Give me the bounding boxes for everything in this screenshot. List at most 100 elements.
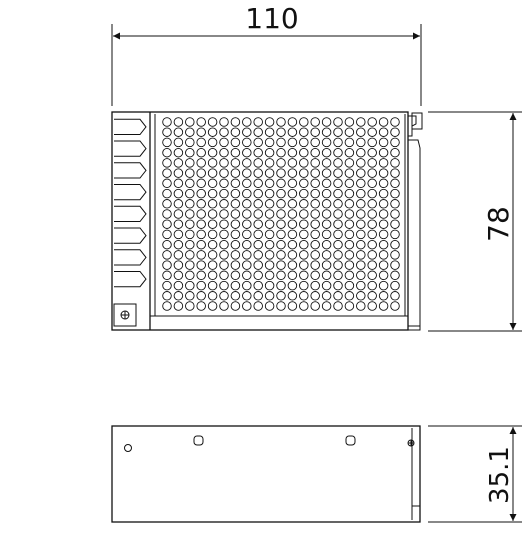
perforation-hole (287, 301, 298, 311)
perforation-hole (321, 137, 332, 148)
perforation-hole (173, 260, 184, 270)
perforation-hole (321, 260, 332, 270)
terminal-slot (114, 205, 147, 222)
perforation-hole (287, 147, 298, 158)
perforation-hole (333, 158, 343, 168)
perforation-hole (219, 147, 229, 158)
perforation-hole (333, 301, 343, 311)
perforation-hole (378, 209, 389, 219)
perforation-hole (264, 229, 275, 240)
perforation-hole (219, 178, 229, 189)
perforation-hole (310, 229, 320, 240)
perforation-hole (378, 178, 389, 189)
perforation-hole (219, 209, 229, 219)
perforation-hole (287, 291, 298, 301)
perforation-hole (196, 250, 206, 260)
perforation-hole (264, 301, 275, 311)
perforation-hole (219, 301, 229, 311)
perforation-hole (356, 178, 366, 189)
perforation-hole (378, 127, 389, 137)
perforation-hole (264, 168, 275, 178)
perforation-hole (219, 239, 229, 250)
perforation-hole (264, 178, 275, 189)
perforation-hole (321, 168, 332, 178)
perforation-hole (299, 127, 309, 137)
perforation-hole (185, 291, 195, 301)
terminal-slot (114, 162, 147, 179)
perforation-hole (287, 260, 298, 270)
perforation-hole (162, 250, 172, 260)
perforation-hole (321, 291, 332, 301)
perforation-hole (356, 270, 366, 281)
perforation-hole (242, 239, 252, 250)
perforation-hole (185, 209, 195, 219)
perforation-hole (378, 158, 389, 168)
perforation-hole (219, 168, 229, 178)
perforation-hole (242, 280, 252, 291)
perforation-hole (242, 270, 252, 281)
perforation-hole (230, 199, 241, 209)
terminal-slot (114, 249, 147, 266)
perforation-hole (253, 178, 263, 189)
perforation-hole (230, 250, 241, 260)
perforation-hole (242, 250, 252, 260)
perforation-hole (344, 219, 355, 229)
perforation-hole (333, 168, 343, 178)
perforation-hole (253, 127, 263, 137)
perforation-hole (333, 280, 343, 291)
terminal-slot (114, 184, 147, 201)
perforation-hole (321, 239, 332, 250)
perforation-hole (276, 158, 286, 168)
mounting-hole (124, 444, 132, 452)
perforation-hole (196, 168, 206, 178)
perforation-hole (207, 158, 218, 168)
perforation-hole (310, 209, 320, 219)
perforation-hole (173, 168, 184, 178)
perforation-hole (344, 117, 355, 127)
perforation-hole (299, 219, 309, 229)
perforation-hole (344, 188, 355, 199)
perforation-hole (344, 280, 355, 291)
perforation-hole (356, 291, 366, 301)
perforation-hole (207, 147, 218, 158)
perforation-hole (185, 229, 195, 240)
perforation-hole (253, 137, 263, 148)
perforation-hole (242, 219, 252, 229)
perforation-hole (276, 219, 286, 229)
perforation-hole (390, 229, 400, 240)
perforation-hole (242, 260, 252, 270)
perforation-hole (230, 137, 241, 148)
perforation-hole (321, 219, 332, 229)
perforation-hole (276, 301, 286, 311)
perforation-hole (173, 270, 184, 281)
perforation-hole (344, 270, 355, 281)
perforation-hole (378, 280, 389, 291)
perforation-hole (299, 188, 309, 199)
perforation-hole (367, 219, 377, 229)
perforation-hole (173, 147, 184, 158)
perforation-hole (321, 270, 332, 281)
perforation-hole (207, 178, 218, 189)
perforation-hole (390, 250, 400, 260)
perforation-hole (276, 178, 286, 189)
perforation-hole (390, 301, 400, 311)
height-label: 78 (482, 206, 515, 242)
perforation-hole (321, 250, 332, 260)
perforation-hole (162, 270, 172, 281)
perforation-hole (219, 291, 229, 301)
perforation-hole (287, 229, 298, 240)
perforation-hole (344, 250, 355, 260)
perforation-hole (242, 127, 252, 137)
perforation-hole (390, 117, 400, 127)
perforation-hole (321, 117, 332, 127)
perforation-hole (253, 270, 263, 281)
perforation-hole (333, 250, 343, 260)
perforation-hole (344, 178, 355, 189)
perforation-hole (287, 117, 298, 127)
perforation-hole (276, 168, 286, 178)
perforation-hole (219, 229, 229, 240)
perforation-hole (162, 127, 172, 137)
perforation-hole (242, 158, 252, 168)
perforation-hole (185, 168, 195, 178)
perforation-hole (207, 260, 218, 270)
